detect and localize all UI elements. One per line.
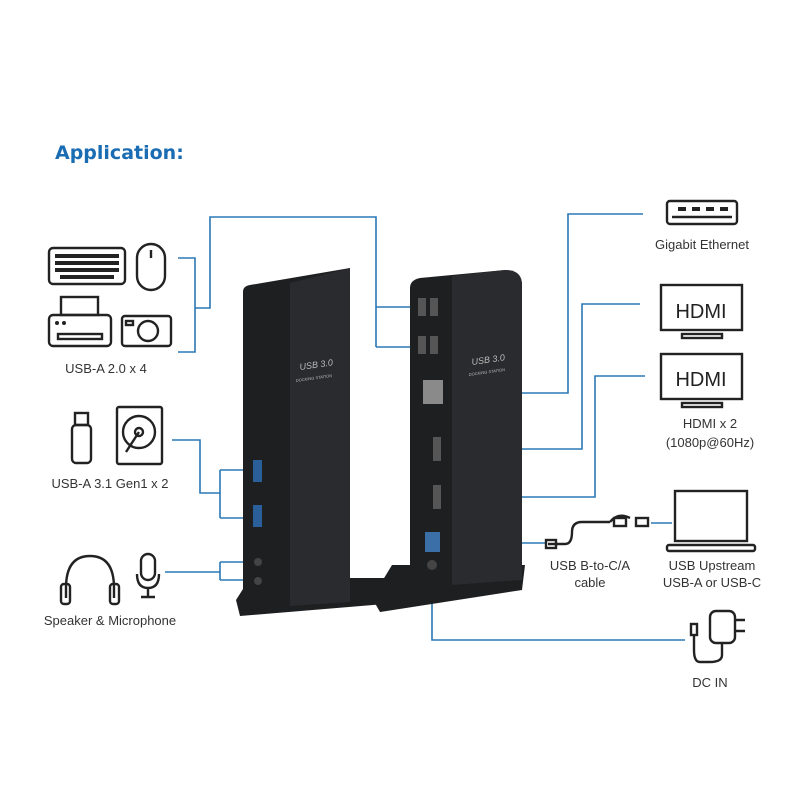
label-cable: USB B-to-C/A: [550, 558, 631, 573]
microphone-icon: [135, 552, 161, 599]
keyboard-icon: [47, 246, 127, 286]
hard-drive-icon: [115, 405, 164, 466]
label-upstream: USB Upstream: [669, 558, 756, 573]
label-audio: Speaker & Microphone: [44, 613, 176, 628]
label-dc-in: DC IN: [692, 675, 727, 690]
usb2-port-2: [430, 298, 438, 316]
brand-sublabel-back: DOCKING STATION: [468, 367, 505, 377]
wire-usb2: [178, 216, 420, 353]
usb-b-port: [425, 532, 440, 552]
hdmi-port-1: [433, 437, 441, 461]
usb2-port-3: [418, 336, 426, 354]
brand-label-back: USB 3.0: [471, 352, 506, 367]
usb31-port-1: [253, 460, 262, 482]
dock-front: USB 3.0 DOCKING STATION: [236, 268, 385, 616]
dock-back: USB 3.0 DOCKING STATION: [372, 270, 525, 612]
mouse-icon: [135, 242, 167, 292]
hdmi-screen-label-1: HDMI: [675, 301, 726, 323]
label-cable-2: cable: [574, 575, 605, 590]
laptop-icon: [665, 489, 757, 553]
label-usb2: USB-A 2.0 x 4: [65, 361, 147, 376]
hdmi-screen-label-2: HDMI: [675, 369, 726, 391]
wire-usb31: [172, 439, 257, 519]
mic-jack: [254, 577, 262, 585]
usb2-port-1: [418, 298, 426, 316]
brand-sublabel-front: DOCKING STATION: [295, 373, 332, 383]
headphones-icon: [59, 554, 121, 606]
hdmi-port-2: [433, 485, 441, 509]
dc-port: [427, 560, 437, 570]
label-usb31: USB-A 3.1 Gen1 x 2: [51, 476, 168, 491]
headphone-jack: [254, 558, 262, 566]
hdmi-monitor-icon-1: HDMI: [659, 283, 744, 340]
ethernet-port: [423, 380, 443, 404]
wire-audio: [165, 561, 257, 581]
hdmi-monitor-icon-2: HDMI: [659, 352, 744, 409]
usb31-port-2: [253, 505, 262, 527]
label-hdmi: HDMI x 2: [683, 416, 737, 431]
title: Application:: [55, 142, 184, 164]
usb2-port-4: [430, 336, 438, 354]
usb-cable-icon: [544, 514, 650, 550]
camera-icon: [120, 314, 173, 348]
power-adapter-icon: [689, 609, 745, 664]
usb-stick-icon: [70, 411, 93, 465]
printer-icon: [47, 295, 113, 348]
label-hdmi-resolution: (1080p@60Hz): [666, 435, 754, 450]
label-ethernet: Gigabit Ethernet: [655, 237, 749, 252]
label-upstream-2: USB-A or USB-C: [663, 575, 761, 590]
brand-label-front: USB 3.0: [299, 357, 334, 372]
ethernet-icon: [665, 199, 739, 226]
